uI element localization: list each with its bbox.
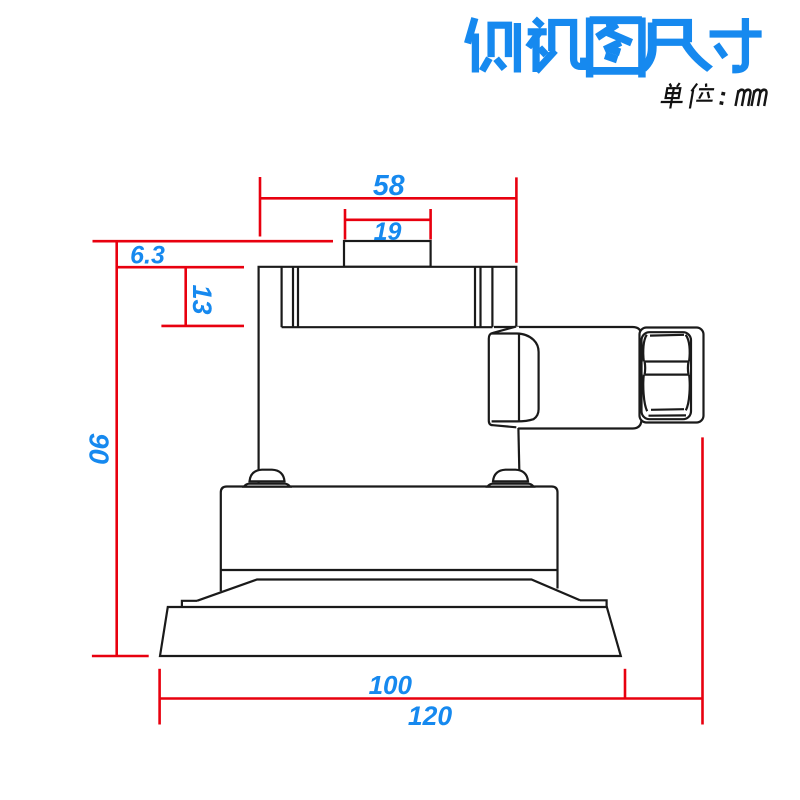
svg-text:100: 100 bbox=[369, 670, 413, 700]
svg-text:6.3: 6.3 bbox=[130, 242, 165, 270]
svg-text:58: 58 bbox=[373, 170, 405, 202]
svg-text:13: 13 bbox=[187, 284, 217, 314]
svg-text:90: 90 bbox=[84, 433, 115, 465]
svg-text:120: 120 bbox=[408, 701, 452, 731]
svg-text:19: 19 bbox=[374, 218, 402, 246]
